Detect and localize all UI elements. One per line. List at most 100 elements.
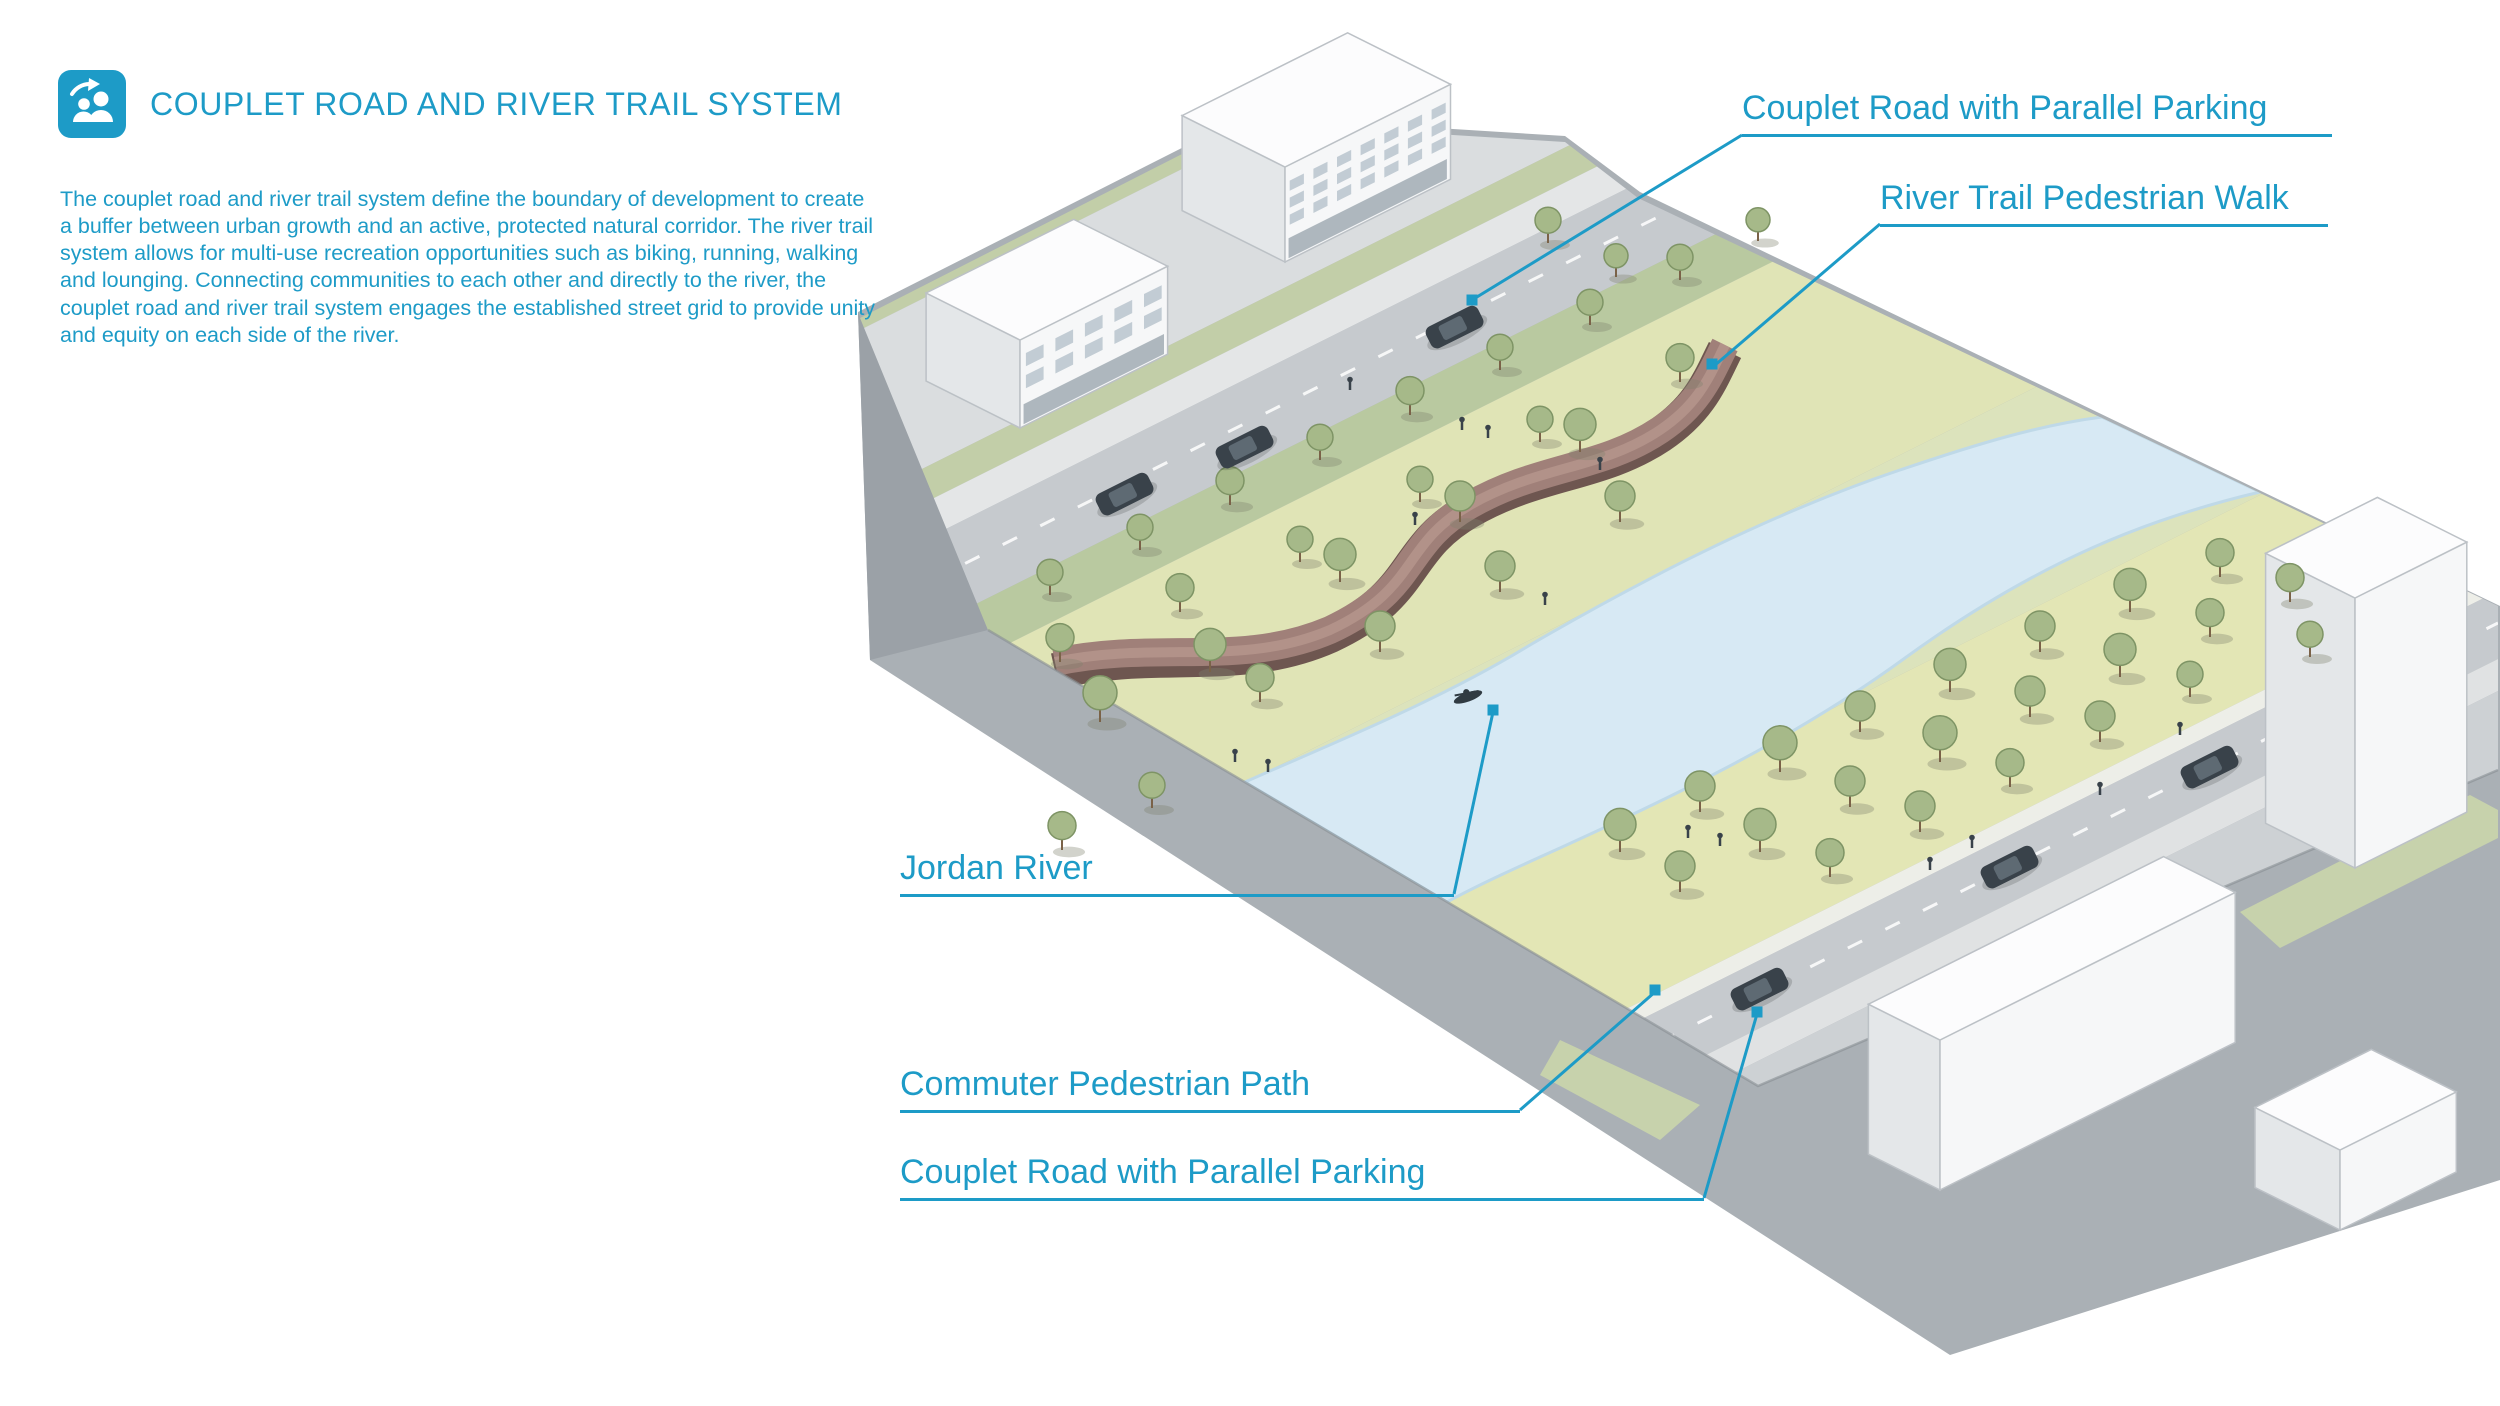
window (1313, 195, 1328, 213)
pedestrian (1265, 758, 1271, 772)
road-verge-green (860, 122, 2498, 848)
tree (1995, 747, 2034, 795)
tree (2195, 597, 2234, 645)
leader-river-trail (1713, 222, 1881, 368)
window (1360, 138, 1375, 156)
leader-dot-couplet-bottom (1751, 1006, 1763, 1018)
tree (1933, 647, 1976, 701)
tree (1082, 675, 1127, 731)
tree (1484, 550, 1525, 600)
road-markings (889, 199, 2498, 1044)
window (1289, 173, 1304, 191)
tree (1165, 572, 1204, 620)
tree (1665, 342, 1704, 390)
label-river-trail-walk: River Trail Pedestrian Walk (1880, 178, 2328, 227)
leader-dot-commuter-path (1649, 984, 1661, 996)
tree (1486, 333, 1522, 377)
leader-lines (1452, 133, 1881, 1199)
tree (1922, 715, 1967, 771)
building-lower-long (1866, 855, 2237, 1192)
window (1360, 155, 1375, 173)
tree (2103, 632, 2146, 686)
tree (1666, 243, 1702, 287)
label-couplet-road-bottom: Couplet Road with Parallel Parking (900, 1152, 1704, 1201)
tree (1563, 407, 1606, 461)
lower-sidewalk (860, 608, 2498, 1086)
riverside-field (860, 325, 2498, 1086)
leader-commuter-path (1519, 990, 1656, 1112)
pedestrian (2177, 721, 2183, 735)
storefront (1023, 334, 1164, 425)
leader-dot-jordan-river (1487, 704, 1499, 716)
tree (1047, 810, 1086, 858)
window (1114, 299, 1133, 322)
pedestrian (1232, 748, 1238, 762)
terrain-left-cut-face (858, 312, 988, 660)
buildings (924, 31, 2469, 1232)
community-icon (58, 70, 126, 138)
window (1384, 143, 1399, 161)
tree (2176, 660, 2212, 704)
window (1337, 149, 1352, 168)
tree (2205, 537, 2244, 585)
label-couplet-road-top: Couplet Road with Parallel Parking (1742, 88, 2332, 137)
tree (1245, 662, 1284, 710)
car (1095, 472, 1158, 518)
tree (1193, 627, 1236, 681)
storefront (1288, 159, 1447, 259)
tree (1844, 690, 1885, 740)
pedestrian (2097, 781, 2103, 795)
window (1025, 366, 1044, 389)
tree (1036, 558, 1072, 602)
header: COUPLET ROAD AND RIVER TRAIL SYSTEM (58, 70, 843, 138)
tree (1534, 206, 1570, 250)
tree (1286, 525, 1322, 569)
tree (1045, 622, 1084, 670)
tree (1323, 537, 1366, 591)
window (1384, 126, 1399, 144)
pedestrian (1485, 424, 1491, 438)
tree (1604, 480, 1645, 530)
pedestrian (1347, 376, 1353, 390)
window (1337, 183, 1352, 202)
window (1407, 114, 1423, 132)
tree (1762, 725, 1807, 781)
tree (1364, 610, 1405, 660)
tree (2014, 675, 2055, 725)
window (1144, 307, 1162, 330)
window (1114, 321, 1133, 344)
tree (2275, 562, 2314, 610)
window (1431, 119, 1446, 137)
pedestrian (1927, 856, 1933, 870)
tree (1306, 423, 1342, 467)
page-title: COUPLET ROAD AND RIVER TRAIL SYSTEM (150, 85, 843, 122)
tree (1834, 765, 1875, 815)
car (1425, 305, 1488, 351)
window (1407, 131, 1423, 149)
tree (1603, 243, 1637, 284)
window (1360, 172, 1375, 190)
tree (2084, 700, 2125, 750)
pedestrian (1597, 456, 1603, 470)
kayaker (1453, 689, 1483, 704)
building-right-tall (2263, 496, 2469, 870)
window (1313, 178, 1328, 196)
tree (1126, 513, 1162, 557)
window (1289, 207, 1304, 225)
trees (1036, 206, 2332, 900)
window (1313, 161, 1328, 179)
window (1055, 351, 1074, 374)
window (1084, 314, 1103, 337)
tree (1684, 770, 1725, 820)
tree (1904, 790, 1945, 840)
leader-couplet-top (1471, 133, 1743, 302)
terrain-front-edge (987, 628, 2499, 1088)
label-jordan-river: Jordan River (900, 848, 1454, 897)
pedestrian (1717, 832, 1723, 846)
description-text: The couplet road and river trail system … (60, 186, 876, 347)
tree (2113, 567, 2156, 621)
tree (1815, 837, 1854, 885)
car (2180, 745, 2243, 791)
window (1431, 136, 1446, 154)
